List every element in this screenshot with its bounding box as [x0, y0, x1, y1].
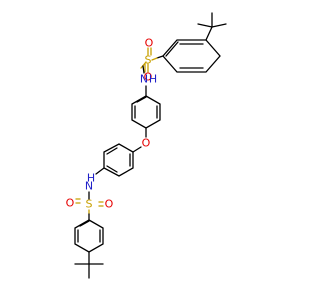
ether-linkage: O — [132, 127, 151, 153]
upper-phenylene-ring — [131, 95, 161, 129]
top-sulfonyl-oxygen-lower: O — [144, 71, 153, 84]
structure-canvas: S O O N H O H N — [65, 12, 227, 279]
top-sulfonyl-oxygen-upper: O — [145, 37, 154, 50]
bottom-benzene-ring — [74, 219, 104, 253]
top-amine-group: N H — [140, 65, 157, 97]
top-tert-butyl-group — [197, 12, 227, 41]
bottom-hydrogen-label: H — [87, 172, 95, 185]
bottom-sulfur-label: S — [86, 198, 93, 211]
ether-oxygen-label: O — [142, 137, 151, 150]
top-hydrogen-label: H — [149, 73, 157, 86]
bottom-sulfonyl-oxygen-left: O — [66, 197, 75, 210]
top-nitrogen-label: N — [140, 73, 148, 86]
molecule-drawing: S O O N H O H N — [66, 12, 227, 279]
top-sulfonyl-group: S O O — [140, 37, 164, 84]
bottom-tert-butyl-group — [74, 251, 104, 279]
top-sulfur-label: S — [145, 54, 152, 67]
bottom-sulfonyl-group: S O O — [66, 197, 114, 221]
lower-phenylene-ring — [103, 143, 134, 177]
bottom-amine-group: H N — [85, 167, 105, 200]
bottom-nitrogen-label: N — [85, 180, 93, 193]
bottom-sulfonyl-oxygen-right: O — [105, 198, 114, 211]
top-benzene-ring — [162, 39, 221, 73]
